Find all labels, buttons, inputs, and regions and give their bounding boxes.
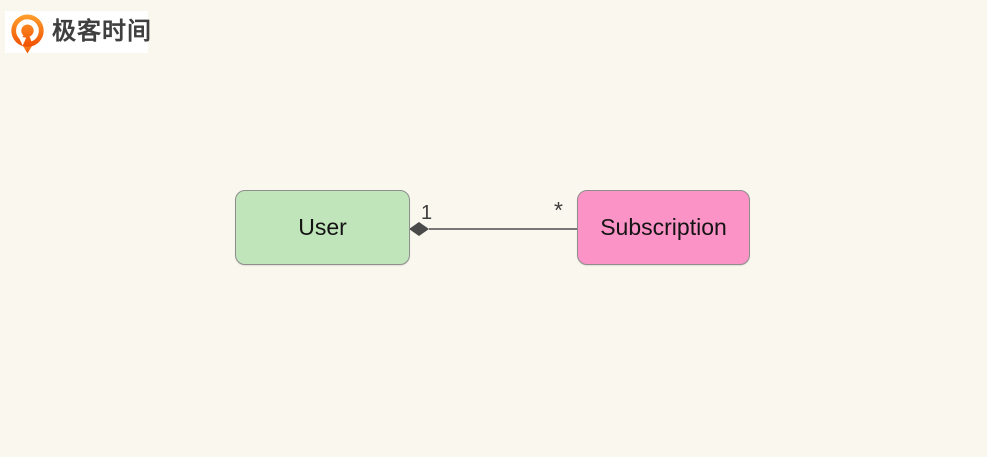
geektime-logo: 极客时间 — [5, 11, 151, 53]
multiplicity-source-label: 1 — [421, 202, 433, 224]
node-subscription-label: Subscription — [600, 214, 727, 240]
geektime-logo-icon — [11, 14, 44, 53]
composition-diamond-icon — [409, 222, 429, 236]
node-user: User — [235, 190, 410, 265]
node-subscription: Subscription — [577, 190, 750, 265]
brand-text: 极客时间 — [52, 18, 152, 45]
multiplicity-target-label: * — [554, 197, 563, 223]
node-user-label: User — [298, 214, 347, 240]
